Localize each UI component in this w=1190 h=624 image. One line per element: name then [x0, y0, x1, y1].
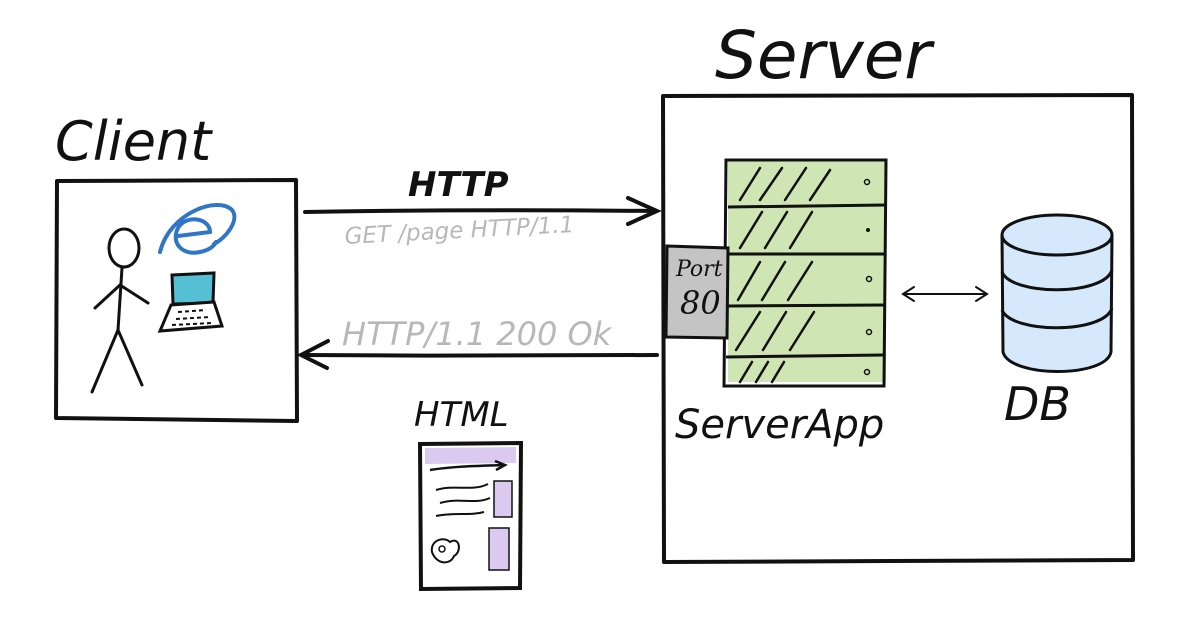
html-page-icon: [417, 440, 524, 592]
response-line: HTTP/1.1 200 Ok: [342, 315, 613, 353]
client-box: [54, 178, 299, 423]
server-box: [661, 93, 1135, 564]
response-arrow: [296, 339, 659, 370]
laptop-icon: [157, 271, 225, 333]
port-badge: Port 80: [664, 244, 730, 340]
response-payload: HTML: [414, 395, 509, 435]
client-title: Client: [55, 110, 213, 173]
database-icon: [1000, 213, 1114, 373]
request-arrow: [303, 196, 662, 226]
server-rack-icon: [722, 158, 888, 388]
stick-figure-icon: [90, 227, 150, 394]
request-line: GET /page HTTP/1.1: [344, 212, 575, 250]
db-label: DB: [1004, 377, 1071, 431]
server-app-label: ServerApp: [675, 402, 884, 448]
port-number: 80: [680, 284, 721, 322]
server-title: Server: [715, 17, 935, 94]
request-protocol: HTTP: [408, 165, 509, 205]
app-db-connection-arrow: [901, 286, 989, 302]
port-label: Port: [675, 257, 723, 282]
browser-logo-icon: [158, 203, 237, 255]
